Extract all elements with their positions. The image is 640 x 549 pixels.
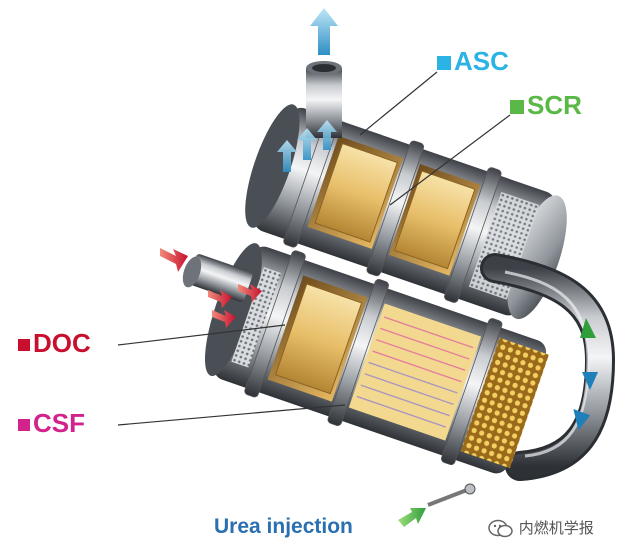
asc-label: ASC bbox=[437, 48, 509, 74]
doc-label-text: DOC bbox=[33, 328, 91, 358]
doc-color-swatch bbox=[18, 339, 30, 352]
wechat-icon bbox=[488, 519, 513, 537]
urea-injection-label: Urea injection bbox=[214, 515, 353, 538]
scr-color-swatch bbox=[510, 100, 524, 115]
exhaust-in-arrows bbox=[160, 248, 262, 328]
scr-label-text: SCR bbox=[527, 90, 582, 120]
doc-csf-canister bbox=[205, 243, 549, 474]
csf-label: CSF bbox=[18, 410, 85, 436]
leader-lines bbox=[117, 71, 511, 426]
doc-label: DOC bbox=[18, 330, 91, 356]
asc-label-text: ASC bbox=[454, 46, 509, 76]
urea-arrow-icon bbox=[398, 508, 426, 527]
csf-label-text: CSF bbox=[33, 408, 85, 438]
scr-asc-canister bbox=[245, 104, 567, 320]
connecting-pipe bbox=[480, 253, 616, 481]
scr-label: SCR bbox=[510, 92, 582, 118]
csf-color-swatch bbox=[18, 419, 30, 432]
asc-color-swatch bbox=[437, 56, 451, 71]
watermark: 内燃机学报 bbox=[488, 517, 594, 539]
watermark-text: 内燃机学报 bbox=[518, 519, 594, 537]
exhaust-out-arrows bbox=[277, 8, 338, 172]
